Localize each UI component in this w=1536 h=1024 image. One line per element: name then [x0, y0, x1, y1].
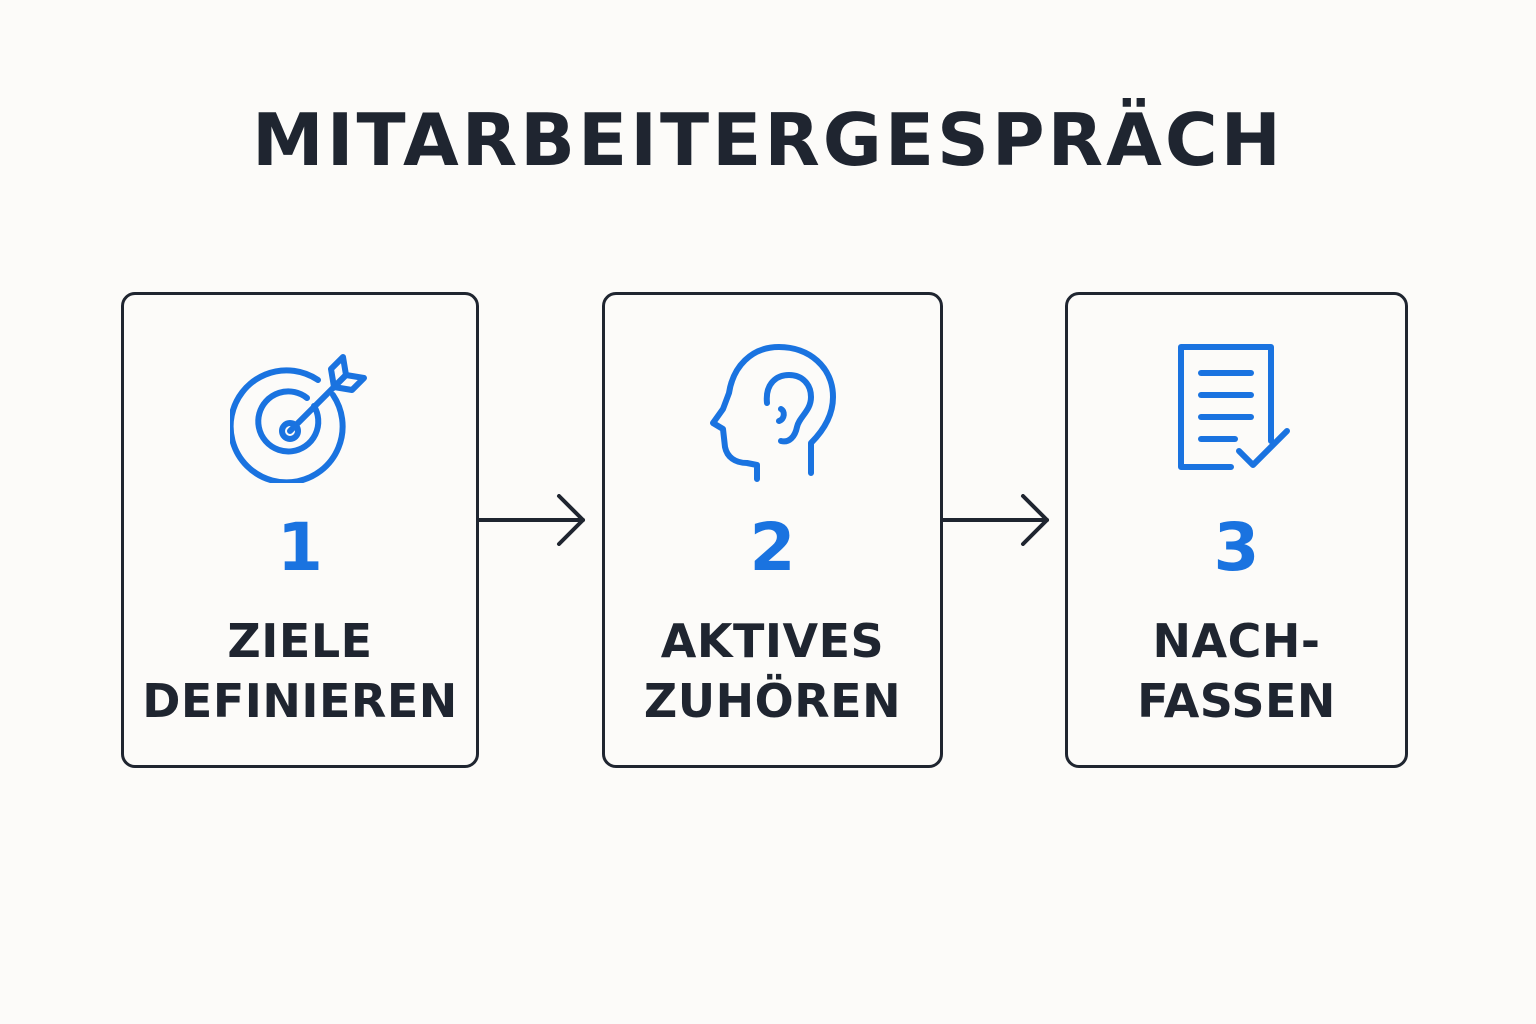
flow-arrow-right-icon — [479, 494, 589, 546]
step-label: NACH- FASSEN — [1068, 611, 1405, 731]
page-title: MITARBEITERGESPRÄCH — [252, 98, 1284, 182]
step-label: AKTIVES ZUHÖREN — [605, 611, 940, 731]
step-number: 3 — [1213, 509, 1260, 586]
step-number: 2 — [749, 509, 796, 586]
flow-arrow-right-icon — [943, 494, 1053, 546]
step-label-line: ZUHÖREN — [643, 674, 902, 728]
step-card-1: 1 ZIELE DEFINIEREN — [121, 292, 479, 768]
step-number: 1 — [277, 509, 323, 586]
step-label-line: FASSEN — [1137, 674, 1336, 728]
step-card-2: 2 AKTIVES ZUHÖREN — [602, 292, 943, 768]
step-label-line: ZIELE — [227, 614, 373, 668]
document-check-icon — [1167, 343, 1307, 483]
step-label-line: AKTIVES — [660, 614, 885, 668]
step-card-3: 3 NACH- FASSEN — [1065, 292, 1408, 768]
target-arrow-icon — [230, 343, 370, 483]
step-label-line: DEFINIEREN — [142, 674, 458, 728]
step-label-line: NACH- — [1152, 614, 1321, 668]
head-ear-icon — [703, 343, 843, 483]
step-label: ZIELE DEFINIEREN — [124, 611, 476, 731]
